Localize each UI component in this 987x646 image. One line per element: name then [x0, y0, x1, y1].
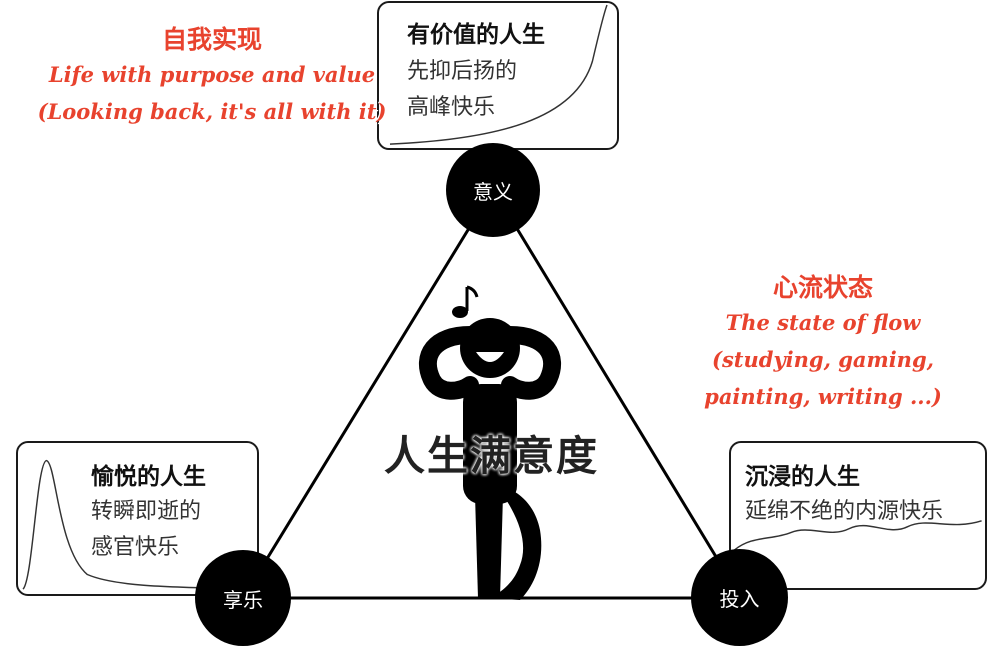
center-title: 人生满意度	[384, 432, 599, 480]
annotation-self-actualization: 自我实现 Life with purpose and value (Lookin…	[22, 20, 402, 130]
annotation-right-en-2: (studying, gaming,	[712, 347, 934, 372]
box-pleasure-line-2: 感官快乐	[91, 535, 180, 560]
node-engagement: 投入	[691, 549, 788, 646]
box-meaning-line-2: 高峰快乐	[407, 95, 496, 120]
music-note-icon	[452, 285, 479, 318]
annotation-right-en-1: The state of flow	[725, 310, 921, 335]
annotation-top-en-1: Life with purpose and value	[48, 62, 376, 87]
annotation-flow: 心流状态 The state of flow (studying, gaming…	[682, 268, 964, 415]
box-meaning-title: 有价值的人生	[407, 22, 545, 48]
wave-curve-icon	[733, 520, 982, 551]
box-pleasure-title: 愉悦的人生	[91, 464, 206, 490]
box-meaning-line-1: 先抑后扬的	[407, 59, 518, 84]
box-engagement-title: 沉浸的人生	[745, 464, 860, 490]
annotation-top-en-2: (Looking back, it's all with it)	[37, 99, 387, 124]
annotation-right-zh: 心流状态	[772, 273, 873, 302]
box-engagement-line-1: 延绵不绝的内源快乐	[745, 499, 944, 524]
annotation-top-zh: 自我实现	[161, 25, 262, 54]
node-pleasure: 享乐	[195, 550, 291, 646]
box-pleasure-line-1: 转瞬即逝的	[91, 499, 202, 524]
annotation-right-en-3: painting, writing ...)	[704, 384, 942, 409]
spike-curve-icon	[22, 459, 254, 590]
box-meaning: 有价值的人生 先抑后扬的 高峰快乐	[377, 1, 619, 150]
rising-curve-icon	[389, 4, 608, 145]
node-meaning: 意义	[446, 143, 540, 237]
